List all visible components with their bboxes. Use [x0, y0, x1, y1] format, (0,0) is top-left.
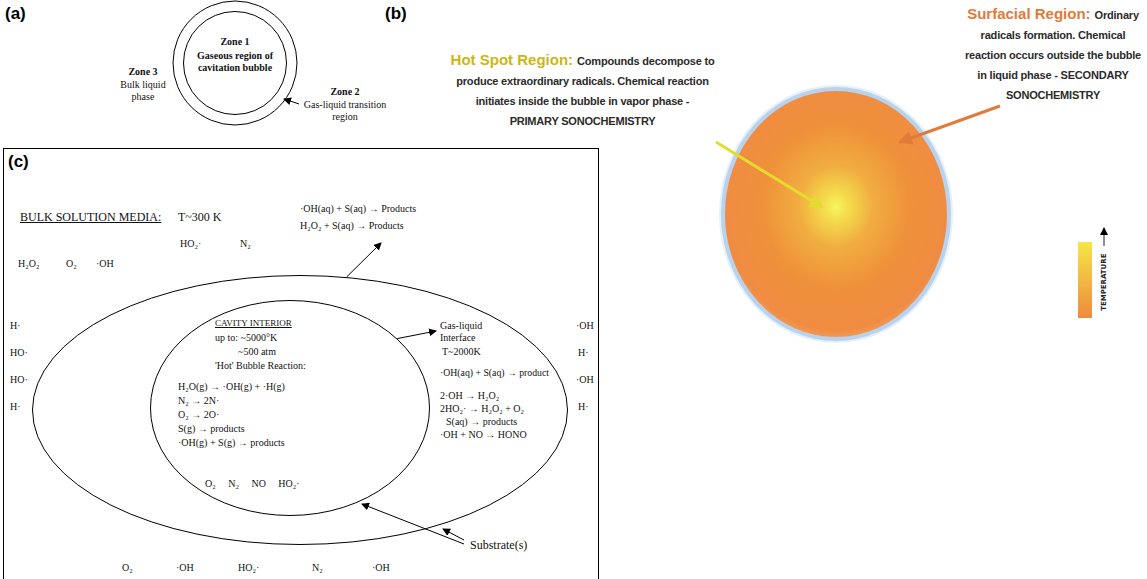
interface-ellipse-shape	[33, 276, 568, 545]
species-label: O₂	[66, 258, 77, 270]
bubble-halo	[719, 85, 953, 343]
reaction-text: H₂O₂ + S(aq) → Products	[300, 220, 404, 232]
species-label: H·	[10, 401, 21, 413]
species-label: N₂	[312, 562, 323, 574]
zone-text: Gaseous region of cavitation bubble	[193, 50, 277, 74]
reaction-text: S(aq) → products	[446, 416, 517, 428]
species-label: O₂ N₂ NO HO₂·	[205, 478, 300, 490]
substrate-label: Substrate(s)	[470, 538, 527, 552]
zone-circle-shape	[184, 12, 287, 115]
media-heading: BULK SOLUTION MEDIA:	[20, 210, 161, 224]
interface-heading: Gas-liquid Interface	[440, 320, 494, 344]
zone-label: Zone 2	[300, 86, 390, 98]
zone-circle: Zone 1 Gaseous region of cavitation bubbl…	[183, 11, 287, 115]
species-label: ·OH	[576, 374, 594, 386]
leader-arrow	[284, 99, 299, 104]
axis-label: TEMPERATURE	[1100, 249, 1108, 315]
reaction-text: 2HO₂· → H₂O₂ + O₂	[440, 403, 524, 415]
reaction-text: ·OH(g) + S(g) → products	[178, 437, 285, 449]
callout-text: Surfacial Region:Ordinary radicals forma…	[963, 4, 1143, 104]
reaction-text: H₂O(g) → ·OH(g) + ·H(g)	[178, 381, 285, 393]
zone-heading: Zone 1	[193, 36, 277, 48]
species-label: HO₂·	[238, 562, 259, 574]
species-label: ·OH	[96, 258, 114, 270]
reaction-text: N₂ → 2N·	[178, 395, 219, 407]
reaction-text: ·OH(aq) + S(aq) → Products	[300, 203, 416, 215]
species-label: H₂O₂	[18, 258, 39, 270]
species-label: HO·	[10, 347, 28, 359]
species-label: ·OH	[372, 562, 390, 574]
species-label: ·OH	[576, 320, 594, 332]
hot-bubble	[723, 89, 949, 339]
condition-text: ~500 atm	[238, 346, 276, 358]
zone-text: Bulk liquid phase	[118, 79, 168, 103]
region-text: Ordinary radicals formation. Chemical re…	[965, 9, 1141, 101]
reaction-text: O₂ → 2O·	[178, 409, 219, 421]
condition-text: up to: ~5000°K	[215, 332, 277, 344]
species-label: ·OH	[176, 562, 194, 574]
cavity-ellipse-shape	[151, 301, 430, 516]
reaction-text: ·OH + NO → HONO	[440, 429, 527, 441]
reaction-text: 2·OH → H₂O₂	[440, 390, 499, 402]
interface-ellipse: Gas-liquid InterfaceT~2000K ·OH(aq) + S(a…	[32, 275, 568, 545]
callout-arrow	[716, 142, 822, 207]
reaction-text: S(g) → products	[178, 423, 245, 435]
reaction-heading: 'Hot' Bubble Reaction:	[215, 360, 306, 372]
bubble-outer-circle	[173, 1, 297, 125]
temperature-arrow	[1104, 228, 1105, 246]
callout-text: Hot Spot Region:Compounds decompose to p…	[450, 50, 715, 130]
panel-letter: (a)	[5, 4, 26, 24]
species-label: H·	[578, 347, 589, 359]
species-label: N₂	[240, 238, 251, 250]
zone-label: Zone 3	[118, 66, 168, 78]
substrate-arrow	[443, 529, 464, 540]
panel-letter: (b)	[385, 4, 407, 24]
temperature-value: T~300 K	[178, 210, 222, 224]
region-heading: Surfacial Region:	[967, 5, 1090, 22]
species-label: O₂	[122, 562, 133, 574]
cavity-ellipse: CAVITY INTERIOR up to: ~5000°K ~500 atm 'Ho…	[150, 300, 430, 516]
region-heading: Hot Spot Region:	[451, 51, 573, 68]
bulk-solution-box: BULK SOLUTION MEDIA: T~300 K ·OH(aq) + S(a…	[3, 148, 599, 579]
species-label: HO₂·	[180, 238, 201, 250]
bulk-solution-box-shape	[4, 149, 599, 579]
species-label: H·	[578, 401, 589, 413]
panel-letter: (c)	[8, 152, 29, 172]
flow-arrow	[397, 331, 436, 339]
temperature-bar	[1078, 242, 1092, 318]
species-label: HO·	[10, 374, 28, 386]
reaction-text: ·OH(aq) + S(aq) → product	[440, 367, 549, 379]
species-label: H·	[10, 320, 21, 332]
flow-arrow	[347, 243, 381, 277]
zone-text: Gas-liquid transition region	[300, 99, 390, 123]
callout-arrow	[900, 106, 1000, 142]
cavity-heading: CAVITY INTERIOR	[215, 318, 292, 329]
temperature-value: T~2000K	[442, 346, 481, 358]
substrate-arrow	[362, 504, 464, 544]
